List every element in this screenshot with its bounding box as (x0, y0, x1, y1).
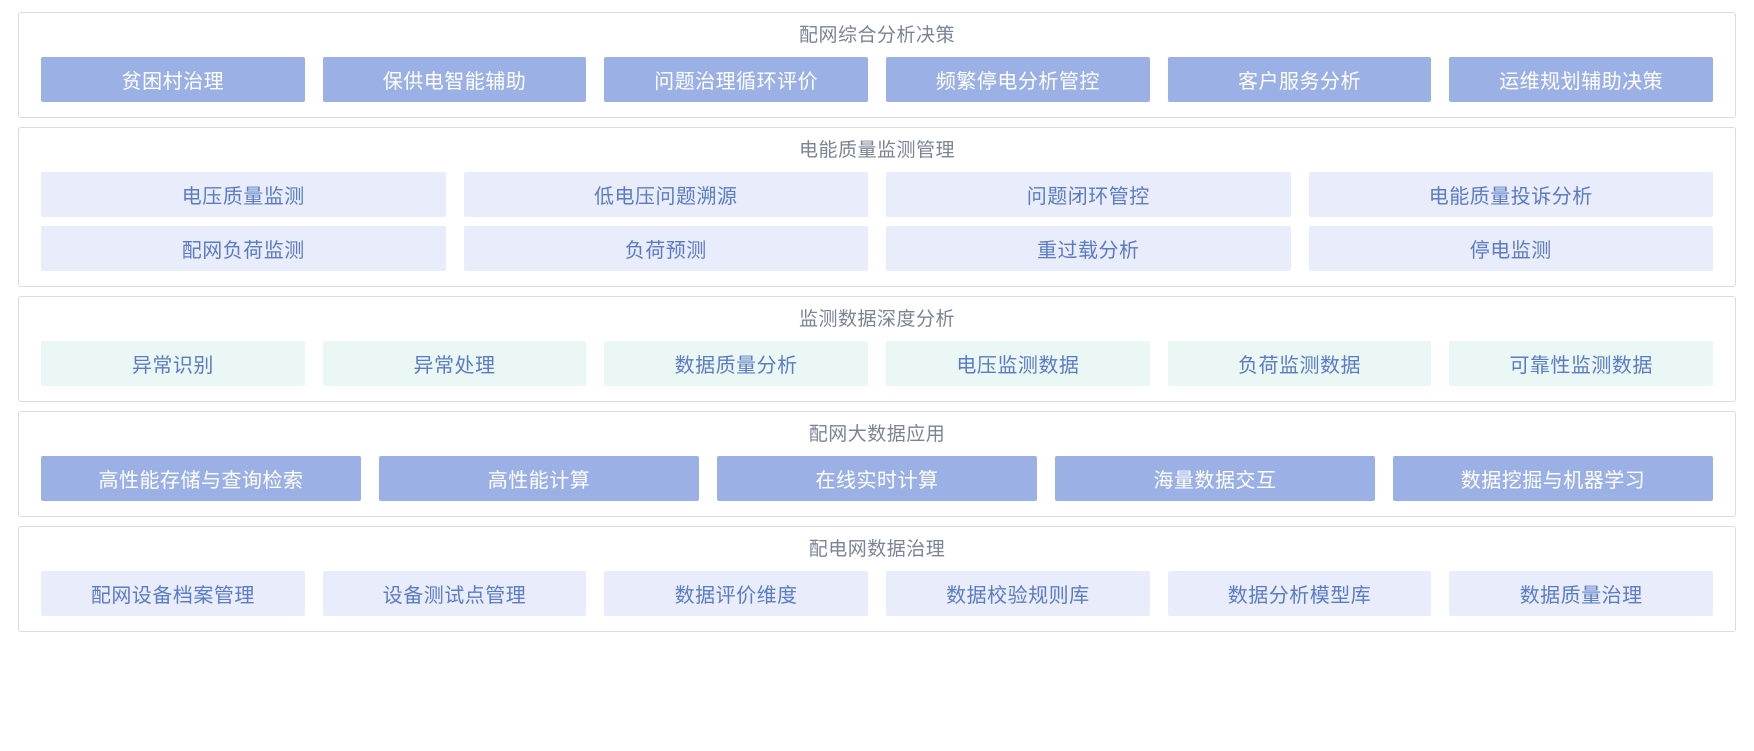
section-panel: 电能质量监测管理电压质量监测低电压问题溯源问题闭环管控电能质量投诉分析配网负荷监… (18, 127, 1736, 287)
tile-button[interactable]: 负荷预测 (463, 226, 868, 271)
section-panel: 配电网数据治理配网设备档案管理设备测试点管理数据评价维度数据校验规则库数据分析模… (18, 526, 1736, 632)
tile-button[interactable]: 配网设备档案管理 (41, 571, 305, 616)
tile-row: 配网负荷监测负荷预测重过载分析停电监测 (41, 226, 1713, 271)
tile-button[interactable]: 高性能计算 (379, 456, 699, 501)
tile-button[interactable]: 电压监测数据 (886, 341, 1150, 386)
section-title: 配网综合分析决策 (798, 25, 955, 46)
tile-button[interactable]: 数据挖掘与机器学习 (1393, 456, 1713, 501)
tile-row: 异常识别异常处理数据质量分析电压监测数据负荷监测数据可靠性监测数据 (41, 341, 1714, 386)
section-title: 电能质量监测管理 (798, 140, 955, 161)
section-panel: 监测数据深度分析异常识别异常处理数据质量分析电压监测数据负荷监测数据可靠性监测数… (18, 296, 1736, 402)
tile-button[interactable]: 贫困村治理 (41, 57, 305, 102)
tile-button[interactable]: 重过载分析 (886, 226, 1291, 271)
tile-button[interactable]: 电压质量监测 (41, 172, 446, 217)
tile-button[interactable]: 高性能存储与查询检索 (41, 456, 361, 501)
tile-button[interactable]: 数据校验规则库 (886, 571, 1150, 616)
tile-button[interactable]: 数据质量治理 (1449, 571, 1714, 616)
section-panel: 配网综合分析决策贫困村治理保供电智能辅助问题治理循环评价频繁停电分析管控客户服务… (18, 12, 1736, 118)
section-title: 配电网数据治理 (808, 539, 946, 560)
section-title: 监测数据深度分析 (798, 309, 955, 330)
tile-button[interactable]: 问题闭环管控 (886, 172, 1291, 217)
tile-button[interactable]: 设备测试点管理 (322, 571, 587, 616)
tile-button[interactable]: 停电监测 (1308, 226, 1713, 271)
tile-button[interactable]: 数据评价维度 (604, 571, 869, 616)
tile-button[interactable]: 数据质量分析 (604, 341, 869, 386)
tile-button[interactable]: 在线实时计算 (717, 456, 1037, 501)
tile-button[interactable]: 问题治理循环评价 (604, 57, 869, 102)
tile-button[interactable]: 低电压问题溯源 (463, 172, 868, 217)
tile-row: 电压质量监测低电压问题溯源问题闭环管控电能质量投诉分析 (41, 172, 1713, 217)
tile-button[interactable]: 可靠性监测数据 (1449, 341, 1714, 386)
tile-button[interactable]: 配网负荷监测 (41, 226, 446, 271)
tile-row: 配网设备档案管理设备测试点管理数据评价维度数据校验规则库数据分析模型库数据质量治… (41, 571, 1714, 616)
tile-button[interactable]: 负荷监测数据 (1167, 341, 1432, 386)
tile-button[interactable]: 电能质量投诉分析 (1308, 172, 1713, 217)
tile-row: 高性能存储与查询检索高性能计算在线实时计算海量数据交互数据挖掘与机器学习 (41, 456, 1713, 501)
section-title: 配网大数据应用 (808, 424, 946, 445)
tile-button[interactable]: 海量数据交互 (1055, 456, 1375, 501)
tile-button[interactable]: 异常处理 (322, 341, 587, 386)
tile-button[interactable]: 频繁停电分析管控 (886, 57, 1150, 102)
tile-button[interactable]: 客户服务分析 (1167, 57, 1432, 102)
tile-button[interactable]: 保供电智能辅助 (322, 57, 587, 102)
tile-row: 贫困村治理保供电智能辅助问题治理循环评价频繁停电分析管控客户服务分析运维规划辅助… (41, 57, 1714, 102)
tile-button[interactable]: 数据分析模型库 (1167, 571, 1432, 616)
tile-button[interactable]: 异常识别 (41, 341, 305, 386)
tile-button[interactable]: 运维规划辅助决策 (1449, 57, 1714, 102)
section-panel: 配网大数据应用高性能存储与查询检索高性能计算在线实时计算海量数据交互数据挖掘与机… (18, 411, 1736, 517)
